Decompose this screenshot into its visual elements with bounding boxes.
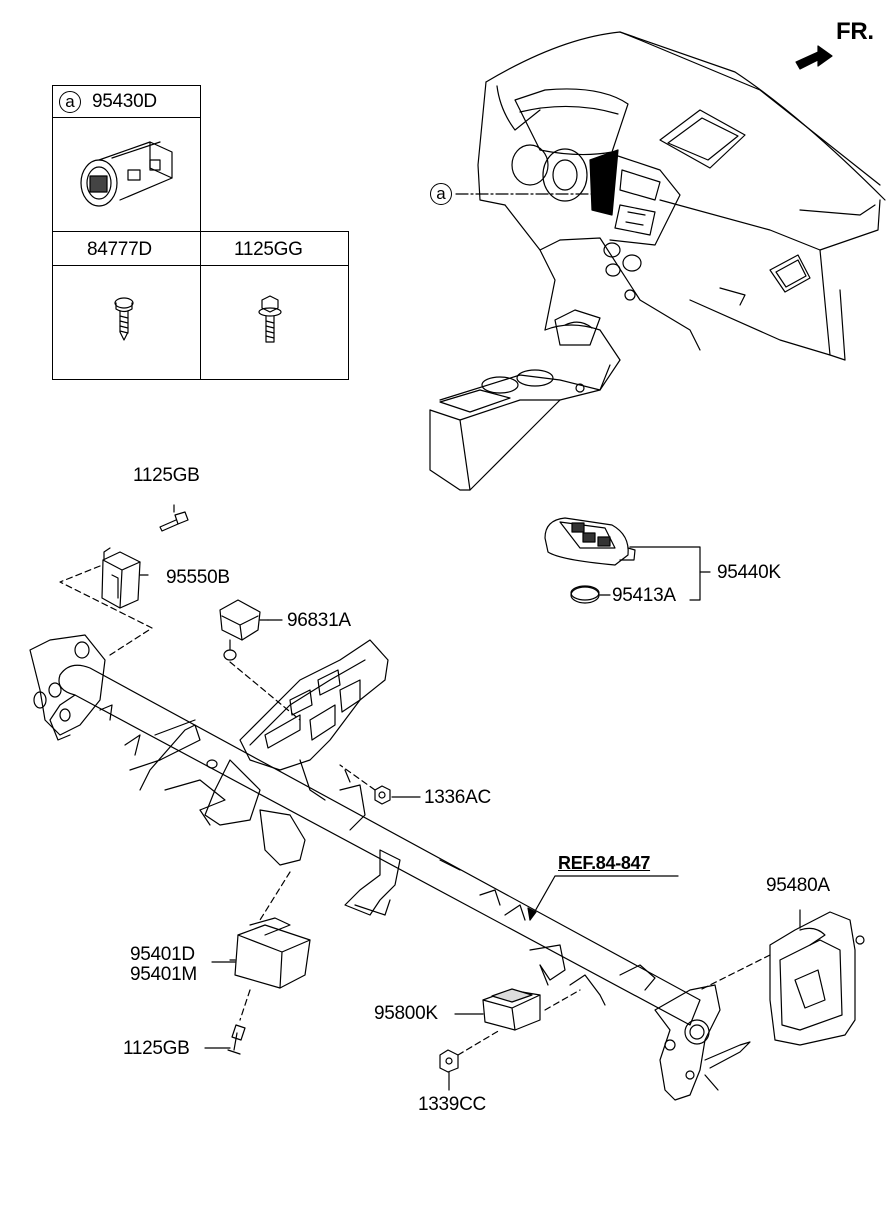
flange-bolt-icon xyxy=(258,295,282,343)
bolt-1125gb-top-icon xyxy=(159,504,189,532)
guide-line-1336ac xyxy=(339,764,376,791)
front-orientation-label: FR. xyxy=(836,18,874,45)
part-number-84777d: 84777D xyxy=(87,239,152,260)
part-number-1125gg: 1125GG xyxy=(234,239,303,260)
label-95401m: 95401M xyxy=(130,964,197,985)
dashboard-callout-circle: a xyxy=(430,183,452,205)
tapping-screw-icon xyxy=(114,297,134,341)
label-95440k: 95440K xyxy=(717,562,781,583)
label-96831a: 96831A xyxy=(287,610,351,631)
bracket-95480a-icon xyxy=(769,909,865,1046)
part-table-header-95430d xyxy=(52,85,201,118)
guide-line-96831a xyxy=(229,661,301,721)
guide-line-95550b xyxy=(59,565,153,656)
part-table-header-row2 xyxy=(52,231,349,266)
table-callout-circle: a xyxy=(59,91,81,113)
push-button-start-switch-icon xyxy=(80,141,173,207)
nut-1339cc-icon xyxy=(439,1049,459,1091)
label-95401d: 95401D xyxy=(130,944,195,965)
part-table-divider xyxy=(200,231,349,380)
guide-line-bolt-bottom xyxy=(239,989,251,1021)
unit-95401-icon xyxy=(229,917,311,989)
cowl-crossmember-illustration xyxy=(29,634,751,1101)
coin-battery-icon xyxy=(570,585,611,604)
guide-line-95800k xyxy=(544,989,581,1011)
bolt-1125gb-bottom-icon xyxy=(227,1024,246,1055)
label-95413a: 95413A xyxy=(612,585,676,606)
reference-label: REF.84-847 xyxy=(558,853,651,873)
label-1125gb-bottom: 1125GB xyxy=(123,1038,190,1059)
label-1339cc: 1339CC xyxy=(418,1094,486,1115)
ref-leader-line xyxy=(529,875,679,921)
label-95800k: 95800K xyxy=(374,1003,438,1024)
part-number-95430d: 95430D xyxy=(92,91,157,112)
smart-key-fob-icon xyxy=(544,517,711,601)
label-95550b: 95550B xyxy=(166,567,230,588)
label-95480a: 95480A xyxy=(766,875,830,896)
label-1125gb-top: 1125GB xyxy=(133,465,200,486)
guide-line-95401 xyxy=(259,871,291,921)
antenna-95800k-icon xyxy=(482,988,541,1031)
dashboard-illustration xyxy=(429,31,886,491)
label-1336ac: 1336AC xyxy=(424,787,491,808)
nut-1336ac-icon xyxy=(374,785,421,805)
ref-arrow-icon xyxy=(527,907,537,921)
guide-line-1339cc xyxy=(457,1029,501,1056)
sensor-96831a-icon xyxy=(219,599,269,661)
module-95550b-icon xyxy=(101,547,149,609)
guide-line-95480a xyxy=(699,954,771,991)
front-arrow-icon xyxy=(795,45,833,70)
